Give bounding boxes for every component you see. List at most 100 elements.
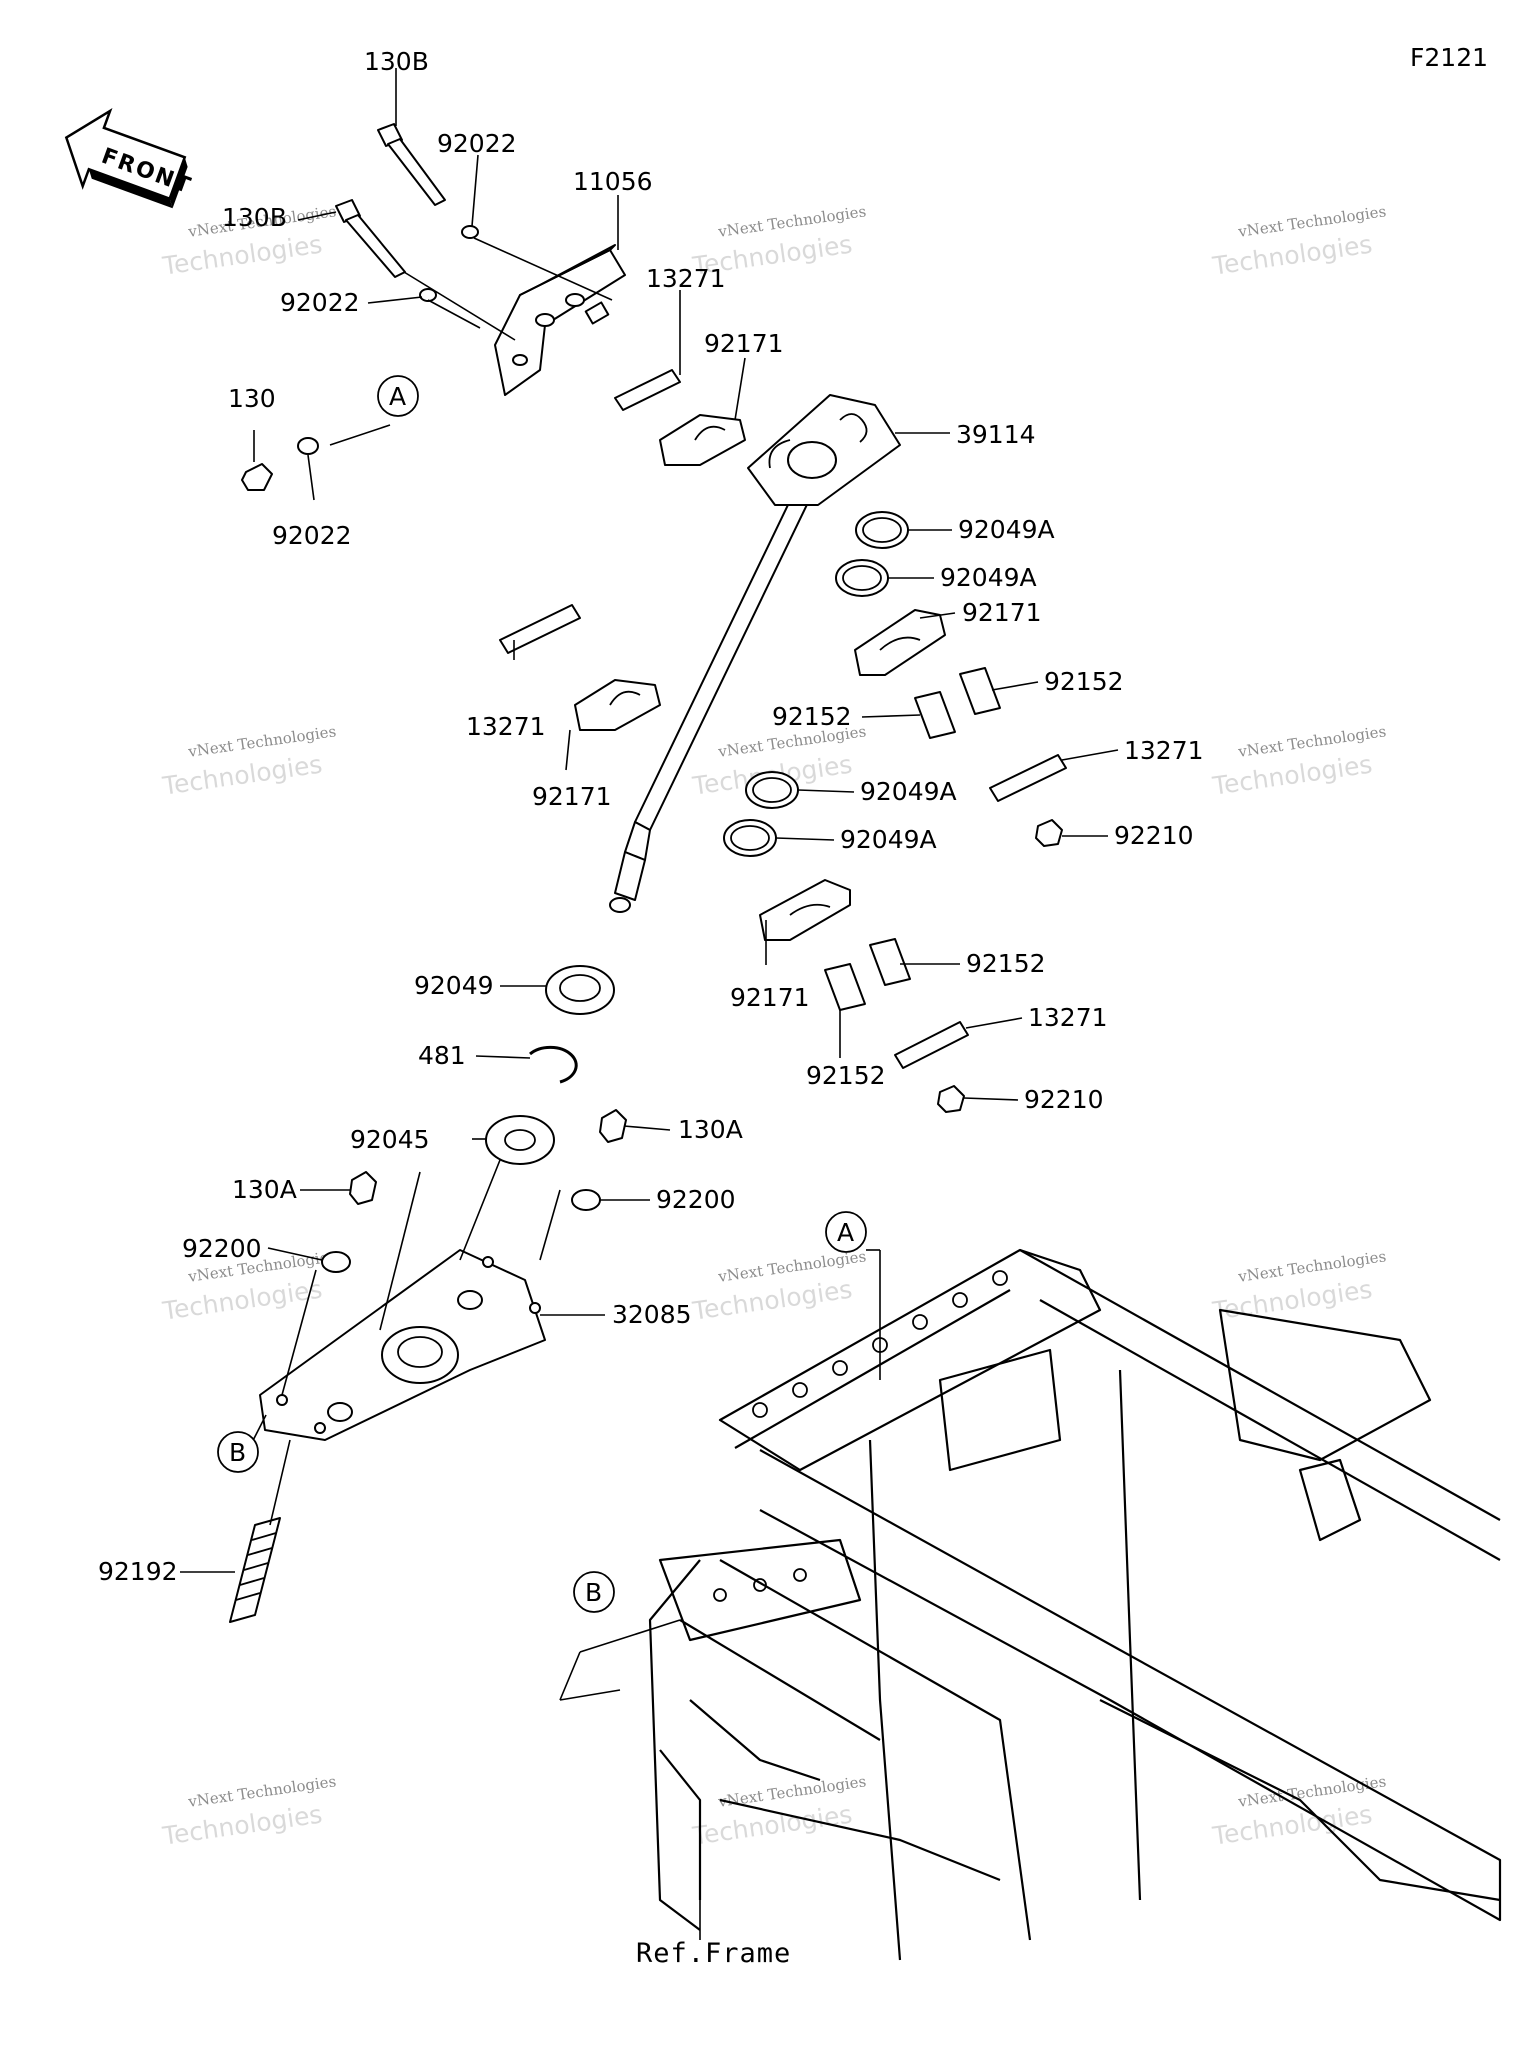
svg-text:Technologies: Technologies <box>160 750 324 801</box>
washer-92022-c-drawing <box>297 437 319 455</box>
part-label: 92022 <box>272 521 352 550</box>
svg-text:Technologies: Technologies <box>160 1800 324 1851</box>
part-label: 92049 <box>414 971 494 1000</box>
plate-32085-drawing <box>259 1249 546 1441</box>
collar-92152-1-drawing <box>959 667 1001 715</box>
figure-code: F2121 <box>1410 43 1488 72</box>
part-label: 92200 <box>182 1234 262 1263</box>
leader-lines <box>180 68 1119 1940</box>
front-arrow-icon: FRONT <box>64 108 195 209</box>
watermark: vNext Technologies Technologies <box>1210 722 1387 801</box>
collar-92152-3-drawing <box>869 938 911 986</box>
ring-92049a-1-inner <box>862 517 902 543</box>
washer-92200-a-drawing <box>571 1189 601 1211</box>
part-label: 130A <box>678 1115 743 1144</box>
part-label: 92049A <box>958 515 1055 544</box>
svg-text:Technologies: Technologies <box>1210 230 1374 281</box>
callout-a-frame: A <box>825 1211 867 1253</box>
bolt-130-drawing <box>241 463 273 491</box>
bearing-92045-drawing <box>485 1115 555 1165</box>
vehicle-frame-drawing <box>648 1248 1502 1961</box>
part-label: 130 <box>228 384 276 413</box>
clamp-92171-left-drawing <box>574 679 661 731</box>
steering-shaft-drawing <box>609 479 816 913</box>
plate-13271-low-drawing <box>894 1021 969 1069</box>
part-label: 481 <box>418 1041 466 1070</box>
part-label: 92210 <box>1024 1085 1104 1114</box>
svg-text:B: B <box>229 1438 246 1467</box>
nut-92210-1-drawing <box>1035 819 1063 847</box>
nut-92210-2-drawing <box>937 1085 965 1113</box>
svg-text:A: A <box>389 382 406 411</box>
watermark: vNext Technologies Technologies <box>690 1247 867 1326</box>
part-label: 13271 <box>1124 736 1204 765</box>
watermark: vNext Technologies Technologies <box>160 722 337 801</box>
washer-92200-b-drawing <box>321 1251 351 1273</box>
part-label: 92171 <box>704 329 784 358</box>
svg-text:B: B <box>585 1578 602 1607</box>
part-label: 92210 <box>1114 821 1194 850</box>
part-label: 13271 <box>646 264 726 293</box>
part-label: 92049A <box>840 825 937 854</box>
svg-text:Technologies: Technologies <box>1210 1275 1374 1326</box>
part-label: 92171 <box>730 983 810 1012</box>
svg-text:Technologies: Technologies <box>160 230 324 281</box>
circlip-481-drawing <box>529 1045 578 1084</box>
bolt-130a-left-drawing <box>349 1171 377 1205</box>
collar-92152-2-drawing <box>914 691 956 739</box>
collar-92152-4-drawing <box>824 963 866 1011</box>
part-label: 13271 <box>1028 1003 1108 1032</box>
part-label: 92152 <box>806 1061 886 1090</box>
reference-frame-label: Ref.Frame <box>636 1938 791 1969</box>
holder-39114-drawing <box>747 394 901 506</box>
part-label: 92192 <box>98 1557 178 1586</box>
bearing-92045-inner <box>504 1129 536 1151</box>
part-labels: 130B 92022 11056 130B 13271 92022 92171 … <box>98 47 1204 1586</box>
svg-text:Technologies: Technologies <box>690 1275 854 1326</box>
watermark: vNext Technologies Technologies <box>1210 1247 1387 1326</box>
part-label: 130B <box>364 47 429 76</box>
ring-92049a-4-inner <box>730 825 770 851</box>
washer-92022-a-drawing <box>461 225 479 239</box>
watermark: vNext Technologies Technologies <box>690 1772 867 1851</box>
part-label: 92171 <box>532 782 612 811</box>
part-label: 92049A <box>860 777 957 806</box>
plate-13271-right-drawing <box>989 754 1067 802</box>
part-label: 130B <box>222 203 287 232</box>
part-label: 39114 <box>956 420 1036 449</box>
seal-92049-inner <box>559 974 601 1002</box>
part-label: 92152 <box>772 702 852 731</box>
part-label: 92200 <box>656 1185 736 1214</box>
clamp-92171-low-drawing <box>759 879 851 941</box>
bracket-11056-drawing <box>494 244 626 396</box>
seal-92049-drawing <box>545 965 615 1015</box>
clamp-92171-mid-drawing <box>854 609 946 676</box>
part-label: 32085 <box>612 1300 692 1329</box>
clamp-92171-top-drawing <box>659 414 746 466</box>
watermark: vNext Technologies Technologies <box>160 1772 337 1851</box>
part-label: 92171 <box>962 598 1042 627</box>
svg-text:Technologies: Technologies <box>1210 1800 1374 1851</box>
ring-92049a-3-inner <box>752 777 792 803</box>
callout-a-top: A <box>377 375 419 417</box>
svg-text:Technologies: Technologies <box>160 1275 324 1326</box>
plate-13271-top-drawing <box>614 369 681 411</box>
bolt-130b-mid-drawing <box>335 199 406 278</box>
part-label: 92022 <box>280 288 360 317</box>
watermark: vNext Technologies Technologies <box>1210 202 1387 281</box>
washer-92022-b-drawing <box>419 288 437 302</box>
ring-92049a-2-inner <box>842 565 882 591</box>
part-label: 11056 <box>573 167 653 196</box>
bolt-130a-right-drawing <box>599 1109 627 1143</box>
callout-b-plate: B <box>217 1431 259 1473</box>
bolt-130b-top-drawing <box>377 123 446 206</box>
part-label: 13271 <box>466 712 546 741</box>
part-label: 92022 <box>437 129 517 158</box>
svg-text:A: A <box>837 1218 854 1247</box>
spring-92192-drawing <box>229 1517 281 1623</box>
part-label: 130A <box>232 1175 297 1204</box>
plate-13271-left-drawing <box>499 604 581 654</box>
part-label: 92152 <box>966 949 1046 978</box>
part-label: 92152 <box>1044 667 1124 696</box>
